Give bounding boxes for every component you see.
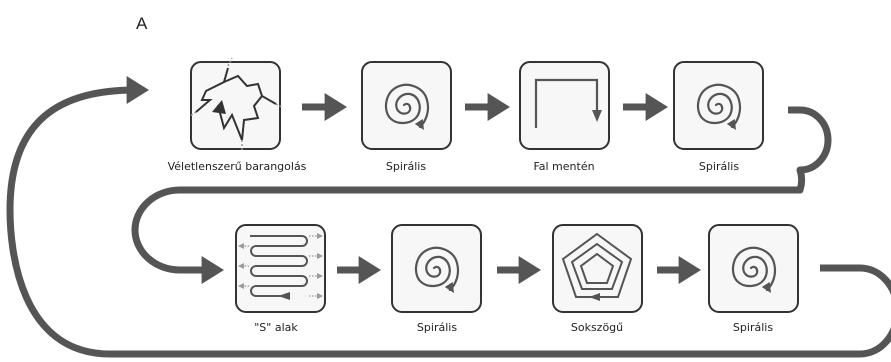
step-spiral-3: Spirális bbox=[391, 224, 482, 334]
step-label: Spirális bbox=[699, 160, 739, 173]
step-label: Spirális bbox=[417, 321, 457, 334]
step-label: Spirális bbox=[733, 321, 773, 334]
loop-arrow-back bbox=[6, 76, 891, 358]
step-label: Sokszögű bbox=[571, 321, 623, 334]
step-random-walk: Véletlenszerű barangolás bbox=[168, 57, 307, 173]
step-polygon: Sokszögű bbox=[552, 224, 643, 334]
step-spiral-2: Spirális bbox=[673, 61, 764, 173]
panel-label: A bbox=[136, 14, 148, 33]
step-spiral-4: Spirális bbox=[708, 224, 799, 334]
s-shape-icon bbox=[238, 233, 323, 300]
step-s-shape: "S" alak bbox=[235, 224, 326, 334]
step-label: "S" alak bbox=[254, 321, 298, 334]
step-spiral-1: Spirális bbox=[361, 61, 452, 173]
step-label: Spirális bbox=[386, 160, 426, 173]
step-label: Véletlenszerű barangolás bbox=[168, 160, 307, 173]
step-label: Fal mentén bbox=[533, 160, 594, 173]
step-wall-follow: Fal mentén bbox=[519, 61, 610, 173]
polygon-icon bbox=[561, 232, 633, 301]
wall-follow-icon bbox=[534, 78, 602, 128]
loop-arrow-right-top bbox=[131, 106, 832, 284]
random-walk-icon bbox=[189, 57, 283, 150]
